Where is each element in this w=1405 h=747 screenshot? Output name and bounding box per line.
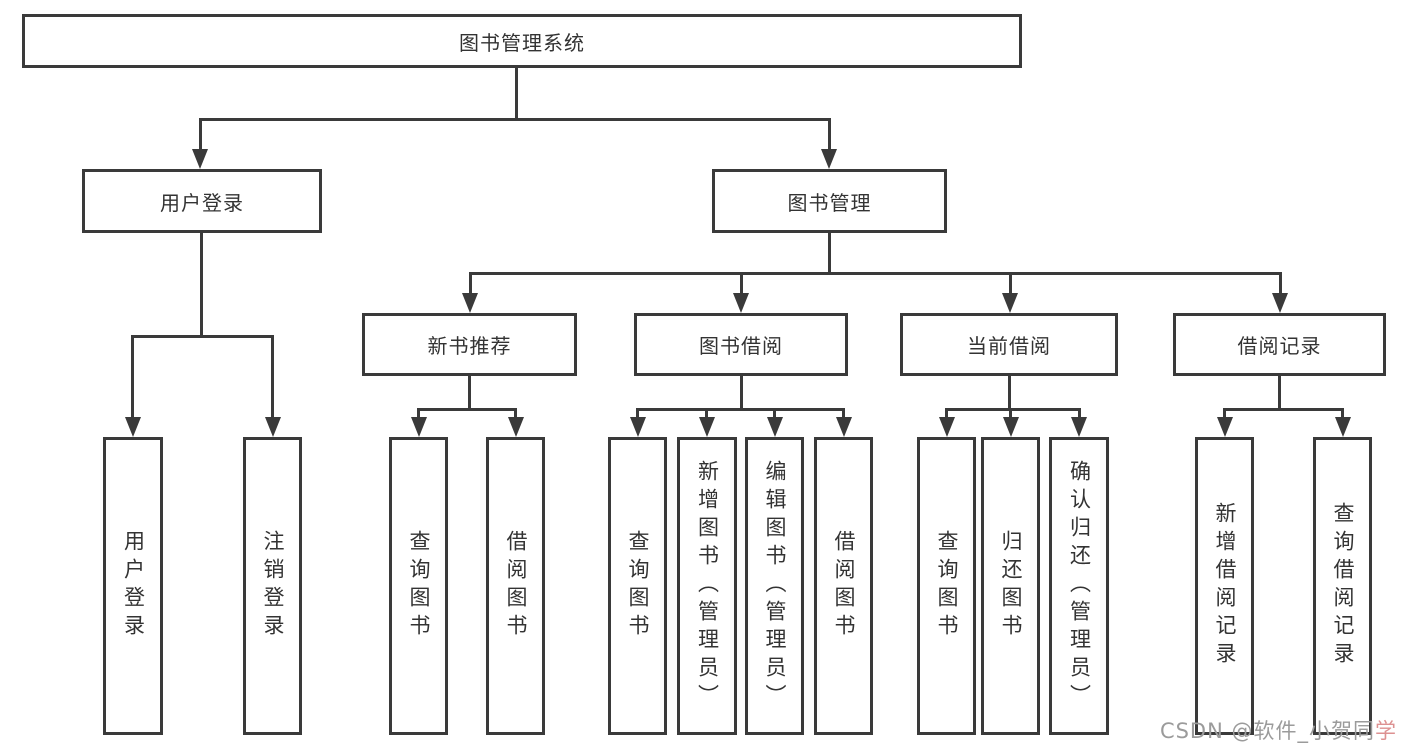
csdn-watermark-text: CSDN @软件_小贺同 [1159,719,1375,743]
connector-stem [636,408,639,419]
arrowhead-icon [767,417,783,437]
connector-currentborrow-span [945,408,1080,411]
arrowhead-icon [1272,293,1288,313]
connector-bookmgmt-drop [828,233,831,272]
connector-userlogin-span [131,335,274,338]
connector-stem [842,408,845,419]
connector-newbooks-span [417,408,517,411]
connector-stem [740,272,743,295]
arrowhead-icon [411,417,427,437]
connector-currentborrow-drop [1008,376,1011,408]
connector-stem [199,118,202,150]
connector-stem [514,408,517,419]
connector-userlogin-drop [200,233,203,335]
leaf-currentborrow-query: 查询图书 [917,437,976,735]
node-book-borrow-label: 图书借阅 [699,334,783,358]
node-new-books-label: 新书推荐 [427,334,512,358]
node-borrow-records: 借阅记录 [1173,313,1386,376]
node-user-login-label: 用户登录 [160,190,244,215]
node-book-management: 图书管理 [712,169,947,233]
node-book-management-label: 图书管理 [787,190,872,215]
leaf-newbooks-query-label: 查询图书 [407,530,431,642]
leaf-newbooks-borrow-label: 借阅图书 [504,530,528,642]
arrowhead-icon [1217,417,1233,437]
csdn-watermark: CSDN @软件_小贺同学 [1160,715,1397,745]
connector-borrowrecords-drop [1278,376,1281,408]
connector-bookborrow-drop [740,376,743,408]
arrowhead-icon [699,417,715,437]
leaf-logout: 注销登录 [243,437,302,735]
arrowhead-icon [733,293,749,313]
leaf-records-add: 新增借阅记录 [1195,437,1254,735]
connector-stem [945,408,948,419]
connector-newbooks-drop [468,376,471,408]
arrowhead-icon [939,417,955,437]
leaf-bookborrow-query: 查询图书 [608,437,667,735]
arrowhead-icon [192,149,208,169]
leaf-bookborrow-edit: 编辑图书（管理员） [745,437,804,735]
arrowhead-icon [1071,417,1087,437]
arrowhead-icon [265,417,281,437]
node-current-borrow-label: 当前借阅 [967,334,1051,358]
node-current-borrow: 当前借阅 [900,313,1118,376]
connector-stem [1223,408,1226,419]
connector-borrowrecords-span [1223,408,1344,411]
arrowhead-icon [1335,417,1351,437]
connector-stem [1341,408,1344,419]
connector-stem [469,272,472,295]
node-root-label: 图书管理系统 [459,30,585,55]
leaf-newbooks-query: 查询图书 [389,437,448,735]
connector-stem [828,118,831,150]
leaf-currentborrow-confirm: 确认归还（管理员） [1049,437,1109,735]
node-root: 图书管理系统 [22,14,1022,68]
connector-root-span [199,118,831,121]
leaf-user-login-label: 用户登录 [121,530,146,642]
arrowhead-icon [125,417,141,437]
connector-bookmgmt-span [469,272,1282,275]
leaf-bookborrow-add-label: 新增图书（管理员） [695,460,720,712]
arrowhead-icon [836,417,852,437]
leaf-bookborrow-borrow-label: 借阅图书 [832,530,856,642]
leaf-currentborrow-return: 归还图书 [981,437,1040,735]
connector-stem [705,408,708,419]
leaf-bookborrow-add: 新增图书（管理员） [677,437,737,735]
leaf-bookborrow-query-label: 查询图书 [626,530,650,642]
connector-stem [417,408,420,419]
leaf-logout-label: 注销登录 [261,530,285,642]
node-new-books: 新书推荐 [362,313,577,376]
connector-stem [1279,272,1282,295]
arrowhead-icon [508,417,524,437]
leaf-newbooks-borrow: 借阅图书 [486,437,545,735]
connector-stem [1009,272,1012,295]
leaf-bookborrow-borrow: 借阅图书 [814,437,873,735]
connector-stem [1009,408,1012,419]
connector-stem [271,335,274,419]
connector-root-drop [515,68,518,118]
connector-stem [773,408,776,419]
leaf-records-add-label: 新增借阅记录 [1213,502,1237,670]
leaf-user-login: 用户登录 [103,437,163,735]
connector-bookborrow-span [636,408,845,411]
arrowhead-icon [821,149,837,169]
arrowhead-icon [1003,417,1019,437]
leaf-currentborrow-return-label: 归还图书 [999,530,1023,642]
arrowhead-icon [462,293,478,313]
leaf-currentborrow-query-label: 查询图书 [935,530,959,642]
node-borrow-records-label: 借阅记录 [1237,334,1322,358]
csdn-watermark-accent: 学 [1375,719,1397,743]
leaf-records-query: 查询借阅记录 [1313,437,1372,735]
node-book-borrow: 图书借阅 [634,313,848,376]
connector-stem [1078,408,1081,419]
arrowhead-icon [1002,293,1018,313]
leaf-bookborrow-edit-label: 编辑图书（管理员） [763,460,787,712]
connector-stem [131,335,134,419]
arrowhead-icon [630,417,646,437]
leaf-records-query-label: 查询借阅记录 [1331,502,1355,670]
node-user-login: 用户登录 [82,169,322,233]
leaf-currentborrow-confirm-label: 确认归还（管理员） [1067,460,1092,712]
